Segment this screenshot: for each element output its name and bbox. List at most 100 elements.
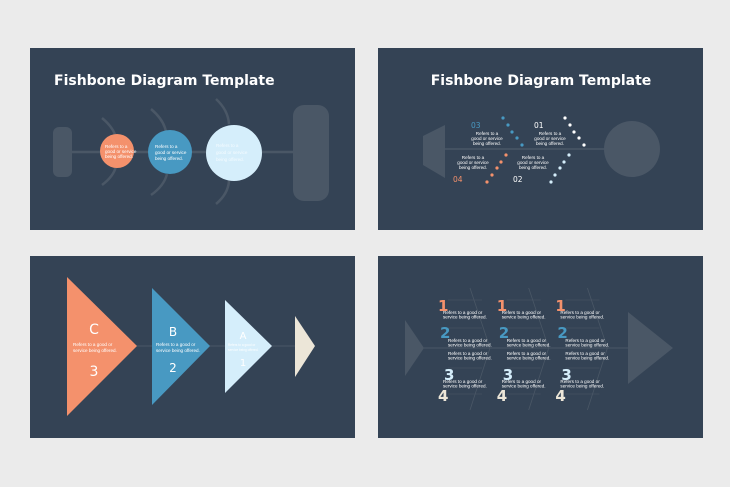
text: Refers to a good or xyxy=(560,379,600,384)
text: good or service xyxy=(457,160,489,165)
text: Refers to a xyxy=(216,143,239,148)
text: good or service xyxy=(534,136,566,141)
text: service being offered. xyxy=(502,315,546,320)
triangle-blue xyxy=(152,288,210,405)
text: Refers to a good or xyxy=(565,338,605,343)
chevron-bone xyxy=(469,287,491,411)
text: service being offered. xyxy=(565,343,609,348)
letter-c: C xyxy=(89,322,99,338)
text: Refers to a xyxy=(462,155,485,160)
slide-2-thumbnail[interactable]: Fishbone Diagram Template 03 01 04 02 Re… xyxy=(378,48,703,230)
fish-head xyxy=(628,312,673,384)
text: Refers to a good or xyxy=(156,342,196,347)
number-1: 1 xyxy=(438,297,448,315)
text: good or service xyxy=(105,149,137,154)
fish-tail xyxy=(53,127,72,177)
text: Refers to a good or xyxy=(443,310,483,315)
text: Refers to a xyxy=(105,144,128,149)
label-04: 04 xyxy=(453,175,463,184)
slide-title: Fishbone Diagram Template xyxy=(54,73,275,89)
number-1: 1 xyxy=(555,297,565,315)
text: service being offered. xyxy=(443,315,487,320)
text: service being offered. xyxy=(507,343,551,348)
number-4: 4 xyxy=(438,387,448,405)
number-3: 3 xyxy=(90,364,99,380)
number-3: 3 xyxy=(561,366,571,384)
fish-tail xyxy=(423,125,445,178)
text: service being offered. xyxy=(228,348,259,352)
text: Refers to a good or xyxy=(73,342,113,347)
text: good or service xyxy=(471,136,503,141)
text: service being offered. xyxy=(448,356,492,361)
text: Refers to a xyxy=(522,155,545,160)
text: Refers to a xyxy=(476,131,499,136)
text: Refers to a xyxy=(539,131,562,136)
text: service being offered. xyxy=(560,315,604,320)
text: being offered. xyxy=(536,141,564,146)
slide-title: Fishbone Diagram Template xyxy=(431,73,652,89)
text: service being offered. xyxy=(507,356,551,361)
text: Refers to a good or xyxy=(507,338,547,343)
text: Refers to a good or xyxy=(502,310,542,315)
text: being offered. xyxy=(459,165,487,170)
text: Refers to a good or xyxy=(443,379,483,384)
text: Refers to a good or xyxy=(228,343,256,347)
text: service being offered. xyxy=(502,384,546,389)
text: service being offered. xyxy=(73,348,117,353)
fish-head xyxy=(604,121,660,177)
letter-b: B xyxy=(169,325,177,339)
text: service being offered. xyxy=(560,384,604,389)
text: Refers to a good or xyxy=(502,379,542,384)
chevron-bone xyxy=(528,287,550,411)
number-4: 4 xyxy=(555,387,565,405)
fish-head xyxy=(293,105,329,201)
number-3: 3 xyxy=(503,366,513,384)
circle-light xyxy=(206,125,262,181)
text: service being offered. xyxy=(156,348,200,353)
text: being offered. xyxy=(519,165,547,170)
text: service being offered. xyxy=(443,384,487,389)
number-2: 2 xyxy=(557,324,567,342)
text: good or service xyxy=(155,150,187,155)
triangle-cream xyxy=(295,316,315,377)
text: being offered. xyxy=(105,154,133,159)
label-01: 01 xyxy=(534,121,544,130)
fish-tail xyxy=(405,320,424,376)
dots-blue xyxy=(501,116,524,147)
text: Refers to a good or xyxy=(448,351,488,356)
number-3: 3 xyxy=(444,366,454,384)
text: good or service xyxy=(517,160,549,165)
triangle-light xyxy=(225,300,272,393)
number-1: 1 xyxy=(240,358,246,369)
number-2: 2 xyxy=(169,361,177,375)
fishbone-circles-diagram: Fishbone Diagram Template Refers to a go… xyxy=(53,73,329,205)
dots-orange xyxy=(485,153,508,184)
text: service being offered. xyxy=(448,343,492,348)
circle-orange xyxy=(100,134,134,168)
text: Refers to a good or xyxy=(565,351,605,356)
text: service being offered. xyxy=(565,356,609,361)
slide-1-thumbnail[interactable]: Fishbone Diagram Template Refers to a go… xyxy=(30,48,355,230)
dots-light xyxy=(549,153,571,184)
text: being offered. xyxy=(216,157,244,162)
letter-a: A xyxy=(240,331,247,342)
triangle-orange xyxy=(67,277,137,416)
label-02: 02 xyxy=(513,175,523,184)
text: Refers to a good or xyxy=(448,338,488,343)
text: Refers to a good or xyxy=(507,351,547,356)
number-1: 1 xyxy=(497,297,507,315)
text: good or service xyxy=(216,150,248,155)
number-2: 2 xyxy=(440,324,450,342)
text: being offered. xyxy=(473,141,501,146)
circle-blue xyxy=(148,130,192,174)
text: Refers to a xyxy=(155,144,178,149)
text: Refers to a good or xyxy=(560,310,600,315)
fishbone-dots-diagram: Fishbone Diagram Template 03 01 04 02 Re… xyxy=(423,73,660,184)
number-2: 2 xyxy=(499,324,509,342)
